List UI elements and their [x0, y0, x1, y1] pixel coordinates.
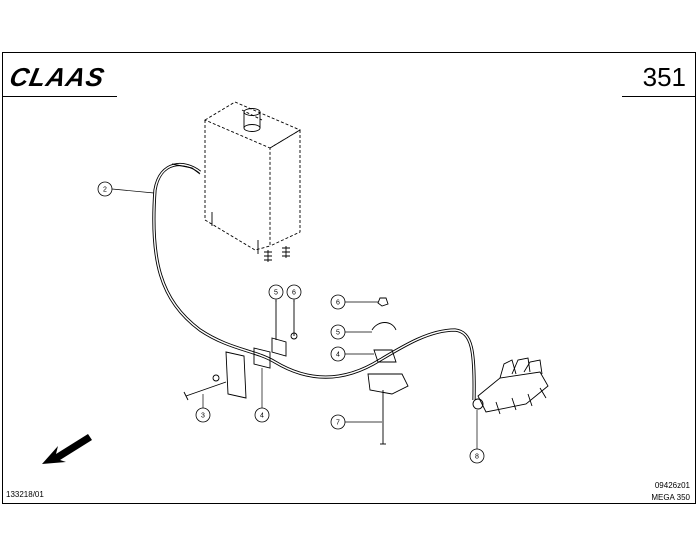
control-valve-block	[472, 357, 549, 415]
callout-4b-label: 4	[260, 413, 264, 420]
page-number: 351	[642, 62, 686, 92]
model-name: MEGA 350	[651, 493, 690, 502]
callout-4b: 4	[254, 407, 270, 423]
clamp-assembly-left	[225, 300, 298, 399]
callout-5a: 5	[268, 284, 284, 300]
callout-6a-label: 6	[292, 290, 296, 297]
callout-2-label: 2	[103, 187, 107, 194]
callout-5b-label: 5	[336, 330, 340, 337]
reservoir-tank	[204, 101, 301, 251]
drawing-code: 09426z01	[654, 481, 690, 490]
callout-7-label: 7	[336, 420, 340, 427]
callout-6a: 6	[286, 284, 302, 300]
tank-filler-neck	[243, 108, 261, 132]
direction-arrow-icon	[42, 434, 92, 464]
clamp-assembly-right	[367, 297, 409, 445]
callout-5b: 5	[330, 324, 346, 340]
callout-leaders	[111, 188, 478, 449]
callout-6b: 6	[330, 294, 346, 310]
callout-3: 3	[195, 407, 211, 423]
callout-2: 2	[97, 181, 113, 197]
callout-4a-label: 4	[336, 352, 340, 359]
drawing-frame	[2, 52, 696, 504]
logo-underline	[2, 96, 117, 97]
bolt-3	[183, 374, 227, 401]
callout-8-label: 8	[475, 454, 479, 461]
page-number-underline	[622, 96, 696, 97]
callout-8: 8	[469, 448, 485, 464]
callout-3-label: 3	[201, 413, 205, 420]
tank-fittings	[211, 212, 290, 262]
callout-5a-label: 5	[274, 290, 278, 297]
callout-7: 7	[330, 414, 346, 430]
hose-2	[152, 163, 476, 401]
document-code: 133218/01	[6, 490, 44, 499]
callout-6b-label: 6	[336, 300, 340, 307]
callout-4a: 4	[330, 346, 346, 362]
